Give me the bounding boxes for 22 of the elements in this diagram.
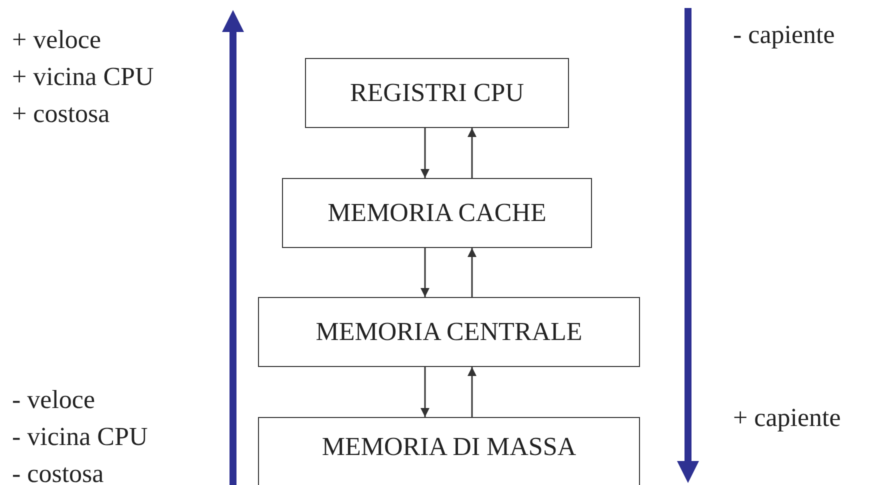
property-label: + costosa	[12, 101, 110, 127]
arrow	[420, 248, 430, 297]
memory-box	[258, 417, 640, 485]
box-label: MEMORIA CENTRALE	[316, 317, 582, 347]
property-label: + veloce	[12, 27, 102, 53]
arrow	[468, 128, 476, 178]
box-label: REGISTRI CPU	[350, 78, 524, 108]
memory-box	[305, 58, 569, 128]
memory-box	[282, 178, 592, 248]
property-label: - capiente	[733, 22, 835, 48]
property-label: + capiente	[733, 405, 841, 431]
arrow	[420, 367, 430, 417]
memory-box	[258, 297, 640, 367]
arrow	[468, 248, 476, 297]
property-label: - costosa	[12, 461, 104, 485]
box-label: MEMORIA CACHE	[328, 198, 546, 228]
property-label: - veloce	[12, 387, 96, 413]
box-label: MEMORIA DI MASSA	[322, 432, 576, 462]
property-label: + vicina CPU	[12, 64, 154, 90]
arrow	[468, 367, 476, 417]
property-label: - vicina CPU	[12, 424, 148, 450]
arrow	[420, 128, 430, 178]
